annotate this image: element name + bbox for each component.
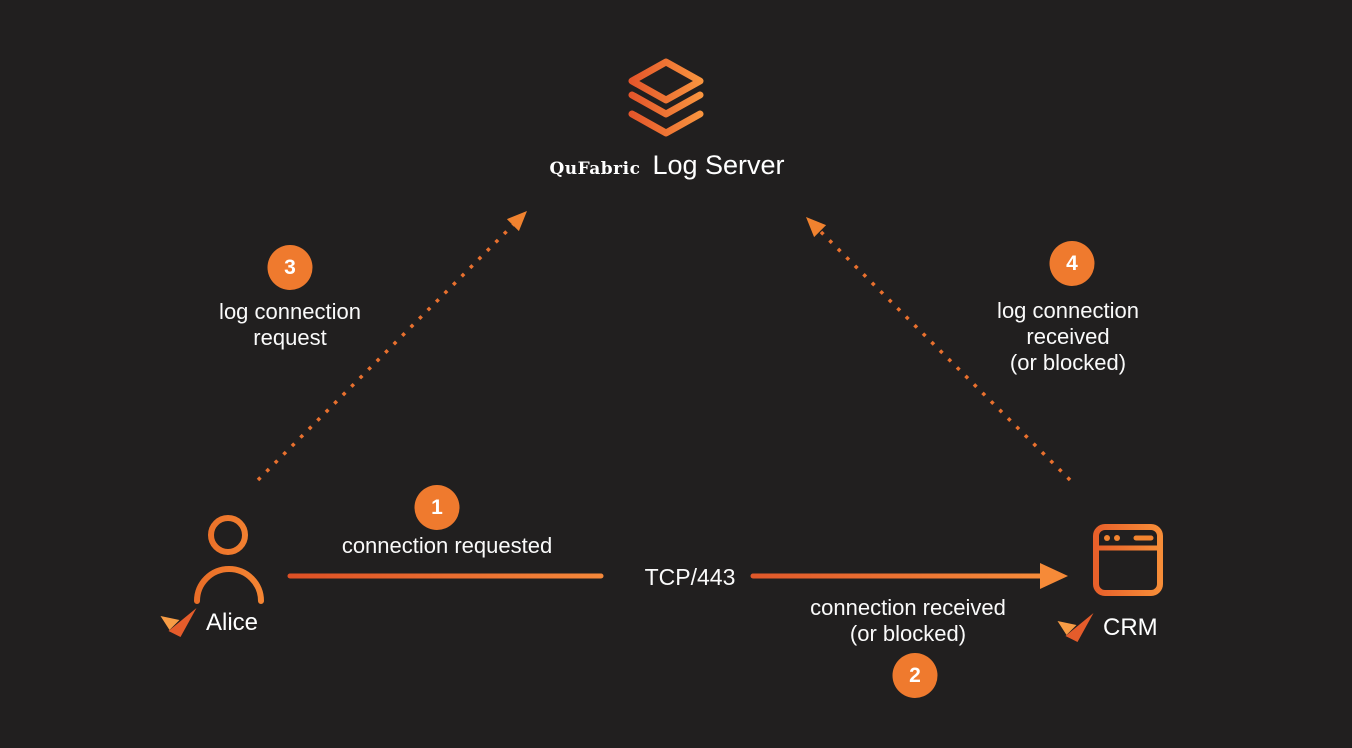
crm-label: CRM xyxy=(1103,614,1158,641)
user-icon xyxy=(194,515,264,604)
arrow-connection-received xyxy=(750,563,1068,589)
arrowhead-up-right xyxy=(506,211,527,232)
step-badge-4: 4 xyxy=(1049,241,1095,286)
step-label-4: log connection received (or blocked) xyxy=(997,298,1139,376)
step-label-line: log connection xyxy=(997,298,1139,323)
layers-icon xyxy=(628,58,704,137)
log-server-title: QuFabric Log Server xyxy=(549,150,784,181)
browser-window-icon xyxy=(1093,524,1163,596)
step-number: 1 xyxy=(431,495,443,519)
arrow-log-received-dotted xyxy=(806,217,1072,482)
step-label-1: connection requested xyxy=(342,533,552,559)
brand-wordmark: QuFabric xyxy=(549,159,641,179)
brand-mark-icon xyxy=(160,608,197,637)
step-label-2: connection received (or blocked) xyxy=(810,595,1006,647)
step-badge-3: 3 xyxy=(267,245,313,290)
protocol-label: TCP/443 xyxy=(644,564,736,590)
arrowhead-up-left xyxy=(806,217,827,238)
alice-label: Alice xyxy=(206,609,259,636)
arrow-log-request-dotted xyxy=(256,211,527,482)
step-badge-2: 2 xyxy=(892,653,938,698)
step-badge-1: 1 xyxy=(414,485,460,530)
step-label-line: log connection xyxy=(219,299,361,324)
step-number: 4 xyxy=(1066,251,1078,275)
step-label-line: (or blocked) xyxy=(849,621,967,646)
step-label-line: request xyxy=(253,325,327,350)
step-label-line: (or blocked) xyxy=(1009,350,1127,375)
step-label-line: connection requested xyxy=(341,533,553,558)
step-number: 3 xyxy=(284,255,296,279)
arrowhead-right xyxy=(1040,563,1068,589)
step-label-line: connection received xyxy=(810,595,1006,620)
step-number: 2 xyxy=(909,663,921,687)
step-label-line: received xyxy=(1026,324,1110,349)
log-server-label: Log Server xyxy=(652,150,785,180)
node-crm: CRM xyxy=(1057,613,1158,643)
brand-mark-icon xyxy=(1057,613,1094,642)
node-alice: Alice xyxy=(160,608,258,638)
step-label-3: log connection request xyxy=(219,299,361,351)
